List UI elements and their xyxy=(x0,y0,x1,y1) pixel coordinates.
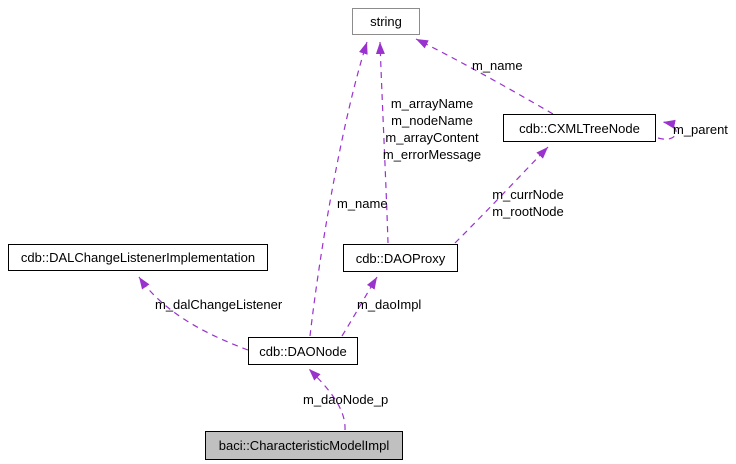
node-cxmltreenode[interactable]: cdb::CXMLTreeNode xyxy=(503,114,656,142)
edge-cxmltreenode-string xyxy=(415,38,554,115)
edge-charmodel-daonode xyxy=(308,368,346,431)
edge-cxmltreenode-self-loop xyxy=(657,119,677,140)
node-daonode[interactable]: cdb::DAONode xyxy=(248,337,358,365)
node-characteristicmodelimpl: baci::CharacteristicModelImpl xyxy=(205,431,403,460)
edge-daoproxy-cxmltreenode xyxy=(454,146,549,244)
node-dalchangelistenerimplementation[interactable]: cdb::DALChangeListenerImplementation xyxy=(8,244,268,271)
edge-daoproxy-string xyxy=(375,41,389,244)
edge-label-m-daoimpl: m_daoImpl xyxy=(357,297,422,312)
node-string: string xyxy=(352,8,420,35)
edge-label-m-name-cxmltreenode: m_name xyxy=(472,58,523,73)
edge-label-daoproxy-string-members: m_arrayName m_nodeName m_arrayContent m_… xyxy=(382,96,482,162)
edge-label-m-name-daonode: m_name xyxy=(337,196,388,211)
edge-label-m-dalchangelistener: m_dalChangeListener xyxy=(155,297,283,312)
edge-label-m-daonode-p: m_daoNode_p xyxy=(303,392,389,407)
edge-daonode-daoproxy xyxy=(341,276,378,337)
node-daoproxy[interactable]: cdb::DAOProxy xyxy=(343,244,458,272)
edge-daonode-string xyxy=(309,41,368,337)
edge-label-m-currnode-rootnode: m_currNode m_rootNode xyxy=(492,187,564,219)
edge-label-m-parent: m_parent xyxy=(673,122,728,137)
edge-daonode-dalchangelistener xyxy=(138,276,249,351)
